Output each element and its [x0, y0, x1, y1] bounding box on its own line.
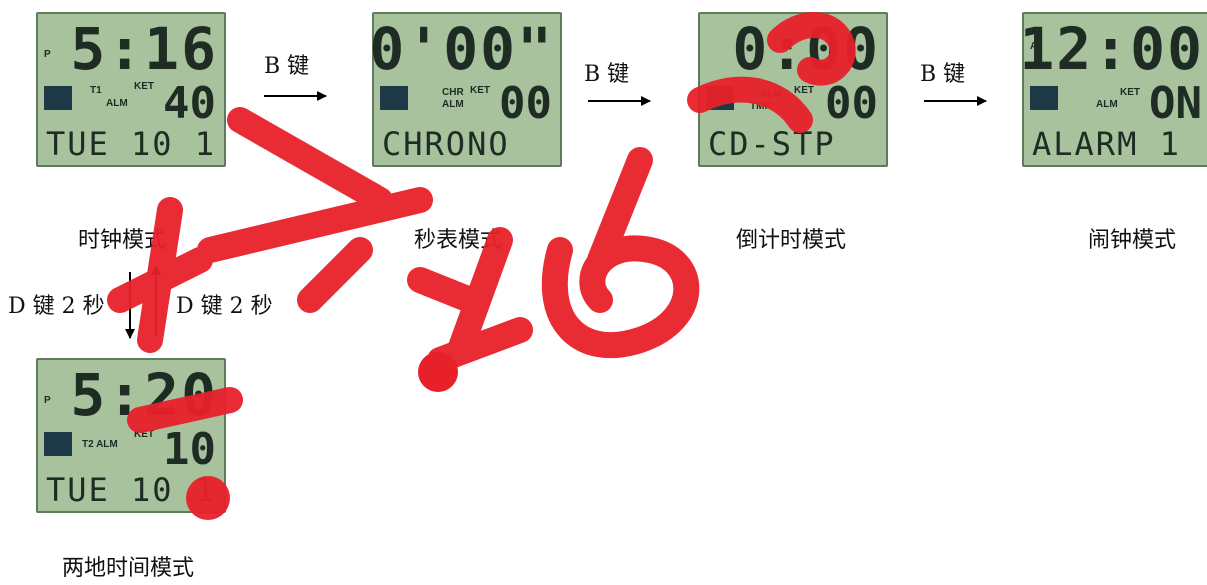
clock-time: 5:16	[70, 15, 218, 83]
alm-label: ALM	[1096, 99, 1118, 110]
chrono-sub-value: 00	[499, 78, 552, 129]
countdown-sub-value: 00	[825, 78, 878, 129]
alarm-status: ON	[1149, 78, 1202, 129]
d-key-down-label: D 键 2 秒	[8, 294, 105, 319]
brand-logo-icon	[380, 86, 408, 110]
ket-label: KET	[470, 85, 490, 96]
alarm-time: 12:00	[1019, 15, 1204, 83]
t1-label: T1	[90, 85, 102, 96]
t2-alm-label: T2 ALM	[82, 439, 118, 450]
brand-logo-icon	[44, 432, 72, 456]
day-label: TUE	[46, 471, 110, 509]
dual-time-mode-caption: 两地时间模式	[62, 556, 195, 581]
pm-indicator: P	[44, 395, 51, 406]
b-key-label-3: B 键	[920, 62, 966, 87]
chr-label: CHR	[442, 87, 464, 98]
alm-label: ALM	[442, 99, 464, 110]
day-label: TUE	[46, 125, 110, 163]
pm-indicator: P	[44, 49, 51, 60]
ket-label: KET	[134, 429, 154, 440]
brand-logo-icon	[1030, 86, 1058, 110]
b-key-label-1: B 键	[264, 54, 310, 79]
brand-logo-icon	[44, 86, 72, 110]
am-indicator: A	[1030, 41, 1038, 52]
alarm-mode-caption: 闹钟模式	[1088, 228, 1177, 253]
alarm-mode-lcd: A 12:00 ALM KET ON ALARM 1	[1019, 12, 1207, 167]
ket-label: KET	[134, 81, 154, 92]
alarm-mode-text: ALARM 1	[1032, 125, 1181, 163]
alm-label: ALM	[106, 98, 128, 109]
dual-sub-value: 10	[163, 424, 216, 475]
ket-label: KET	[1120, 87, 1140, 98]
chrono-time: 0'00"	[369, 15, 554, 83]
